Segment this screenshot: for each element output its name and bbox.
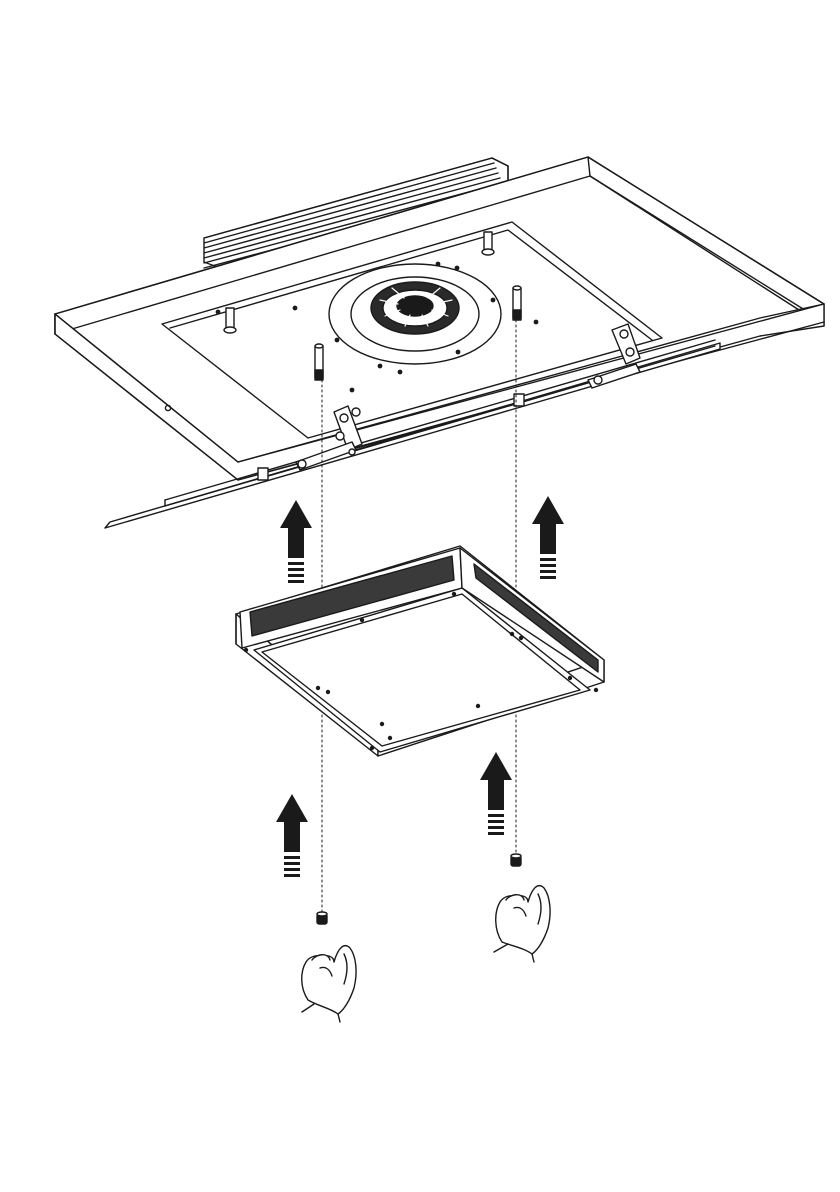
nut-icon: [511, 854, 521, 866]
hand-icon: [494, 886, 550, 962]
lift-arrow-left-lower: [276, 794, 308, 877]
hand-icon: [302, 946, 356, 1022]
lift-arrow-left-upper: [280, 500, 312, 583]
lift-arrow-right-lower: [480, 752, 512, 835]
hood-icon: [55, 157, 824, 528]
nut-icon: [317, 912, 327, 924]
lift-arrow-right-upper: [532, 496, 564, 579]
clip: [258, 468, 268, 480]
